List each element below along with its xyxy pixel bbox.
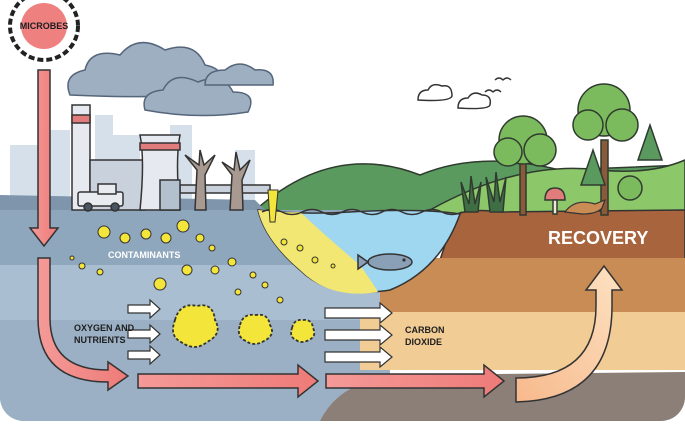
contaminant-particles xyxy=(69,219,336,304)
microbes-badge xyxy=(8,0,80,62)
oxygen-label-line2: NUTRIENTS xyxy=(74,335,126,345)
contaminants-label: CONTAMINANTS xyxy=(108,250,180,260)
process-arrows xyxy=(28,69,624,403)
carbon-label-line2: DIOXIDE xyxy=(405,337,442,347)
recovery-arrow xyxy=(515,264,624,403)
contaminant-blobs xyxy=(172,304,316,348)
healthy-tree-icons xyxy=(460,83,664,216)
bird-icons xyxy=(484,77,512,93)
arrow-down-curve xyxy=(37,257,130,392)
pond-wave-line xyxy=(261,208,463,216)
oxygen-arrows xyxy=(127,298,161,366)
clean-layer-2 xyxy=(360,312,685,370)
pollution-discharge xyxy=(267,189,279,223)
truck-icon xyxy=(77,183,124,212)
arrow-right-1 xyxy=(137,363,320,399)
smoke-clouds xyxy=(67,41,274,117)
arrow-down-1 xyxy=(28,69,60,248)
clean-layer-1 xyxy=(380,258,685,313)
sky-clouds xyxy=(417,83,492,110)
carbon-dioxide-arrows xyxy=(324,301,393,369)
arrow-right-2 xyxy=(325,363,506,399)
fox-icon xyxy=(563,198,607,215)
fish-icon xyxy=(357,253,413,271)
dead-tree-icons xyxy=(184,149,251,211)
recovery-label: RECOVERY xyxy=(548,228,648,248)
oxygen-label-line1: OXYGEN AND xyxy=(74,323,135,333)
carbon-label-line1: CARBON xyxy=(405,325,445,335)
microbes-label: MICROBES xyxy=(20,21,69,31)
pond-contaminated-water xyxy=(258,210,378,294)
